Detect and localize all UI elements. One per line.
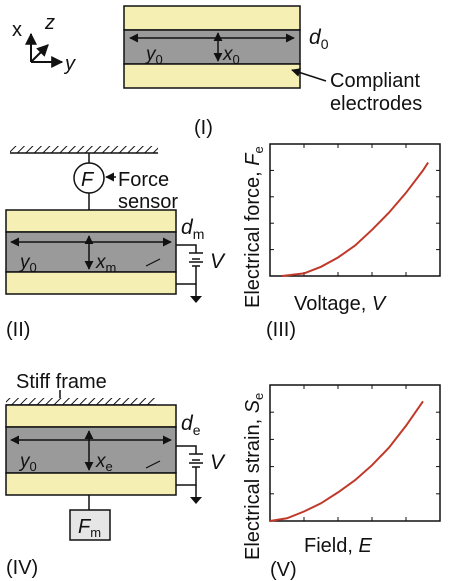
- panel-ii-label: (II): [6, 319, 30, 341]
- force-curve: [281, 161, 429, 277]
- electrode-pointer-arrow: [291, 68, 327, 82]
- x-axis-label: Voltage, V: [294, 293, 387, 315]
- axis-z-label: z: [44, 12, 55, 34]
- thickness-label: de: [181, 412, 201, 438]
- force-sensor-label-line1: Force: [118, 169, 169, 191]
- ground-symbol: [190, 497, 202, 504]
- voltage-wires: [176, 244, 197, 285]
- width-label: y0: [144, 44, 163, 67]
- bottom-electrode: [5, 472, 177, 496]
- force-sensor-symbol: F: [81, 169, 95, 191]
- top-electrode: [5, 209, 177, 233]
- length-label: x0: [222, 44, 240, 67]
- length-label: xm: [95, 252, 116, 275]
- length-label: xe: [95, 451, 113, 474]
- voltage-label: V: [210, 451, 226, 474]
- thickness-label: d0: [309, 26, 329, 52]
- top-electrode: [5, 404, 177, 428]
- plot-frame: [269, 384, 441, 522]
- panel-iii-label: (III): [266, 319, 296, 341]
- electrode-label-line2: electrodes: [330, 93, 422, 115]
- load-mass: [69, 509, 111, 541]
- bottom-electrode: [5, 271, 177, 295]
- load-mass-label: Fm: [78, 516, 101, 540]
- panel-ii-force-setup: F Force sensor y0 xm dm V (II): [5, 146, 226, 341]
- x-axis-label: Field, E: [304, 535, 372, 557]
- panel-v-strain-chart: Electrical strain, Se Field, E (V): [242, 384, 441, 581]
- bottom-electrode: [123, 63, 301, 89]
- force-sensor-label-line2: sensor: [118, 191, 178, 213]
- thickness-label: dm: [181, 216, 204, 242]
- voltage-label: V: [210, 250, 226, 273]
- panel-i-label: (I): [194, 117, 213, 139]
- panel-v-label: (V): [270, 559, 297, 581]
- ground-symbol: [190, 296, 202, 303]
- voltage-wires: [176, 445, 197, 486]
- coordinate-axes: x z y: [12, 12, 76, 75]
- tick-marks: [270, 385, 440, 521]
- y-axis-label: Electrical strain, Se: [242, 393, 266, 560]
- panel-iii-force-chart: Electrical force, Fe Voltage, V (III): [242, 143, 441, 341]
- axis-y-label: y: [63, 53, 76, 75]
- panel-iv-strain-setup: Stiff frame y0 xe de V Fm (IV): [5, 371, 226, 579]
- width-label: y0: [18, 451, 37, 474]
- frame-hatch: [6, 398, 156, 405]
- panel-i-actuator: y0 x0 d0 Compliant electrodes (I): [123, 5, 422, 139]
- plot-frame: [269, 143, 441, 277]
- frame-label: Stiff frame: [16, 371, 107, 393]
- panel-iv-label: (IV): [6, 557, 38, 579]
- ceiling-hatch: [10, 146, 158, 153]
- axis-x-label: x: [12, 19, 22, 41]
- strain-curve: [269, 400, 424, 522]
- width-label: y0: [18, 252, 37, 275]
- y-axis-label: Electrical force, Fe: [242, 146, 266, 308]
- electrode-label-line1: Compliant: [330, 70, 420, 92]
- top-electrode: [123, 5, 301, 31]
